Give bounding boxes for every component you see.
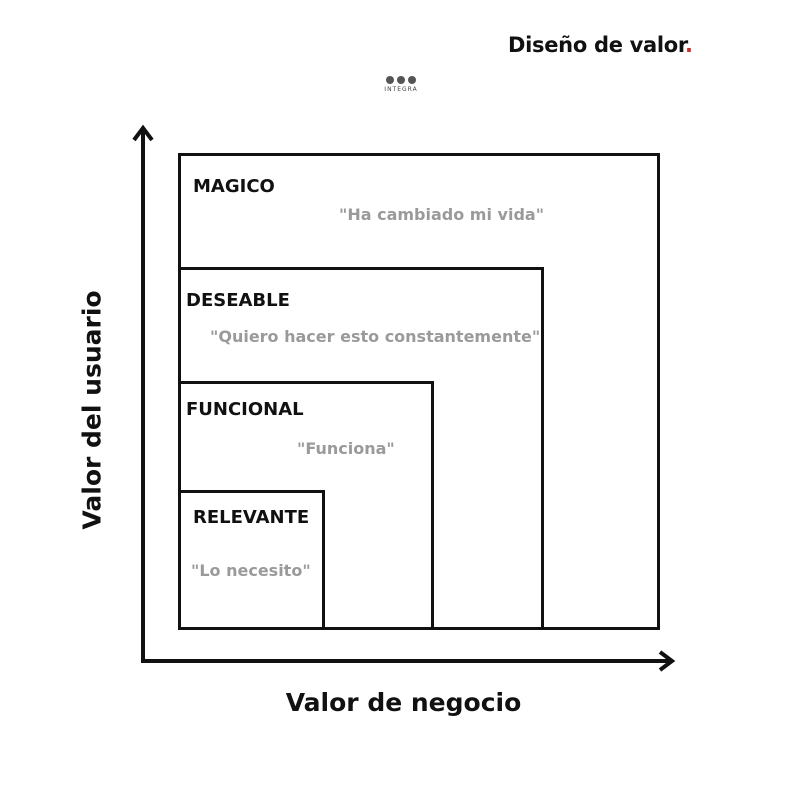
three-dots-icon [381, 76, 421, 84]
level-name-deseable: DESEABLE [186, 290, 290, 311]
logo-text: INTEGRA [384, 86, 418, 93]
page-title-text: Diseño de valor [508, 33, 685, 57]
level-box-relevante [178, 490, 325, 630]
brand-logo: INTEGRA [381, 76, 421, 93]
level-quote-magico: "Ha cambiado mi vida" [339, 205, 545, 224]
page-title: Diseño de valor. [508, 33, 693, 57]
y-axis-label: Valor del usuario [77, 290, 107, 530]
x-axis-arrow-icon [658, 650, 676, 672]
level-quote-deseable: "Quiero hacer esto constantemente" [210, 327, 541, 346]
level-quote-relevante: "Lo necesito" [191, 561, 311, 580]
y-axis-arrow-icon [132, 124, 154, 142]
x-axis-label: Valor de negocio [285, 688, 522, 717]
title-accent-dot: . [685, 33, 693, 57]
level-name-relevante: RELEVANTE [193, 507, 310, 528]
level-quote-funcional: "Funciona" [297, 439, 395, 458]
level-name-magico: MAGICO [193, 176, 275, 197]
level-name-funcional: FUNCIONAL [186, 399, 304, 420]
